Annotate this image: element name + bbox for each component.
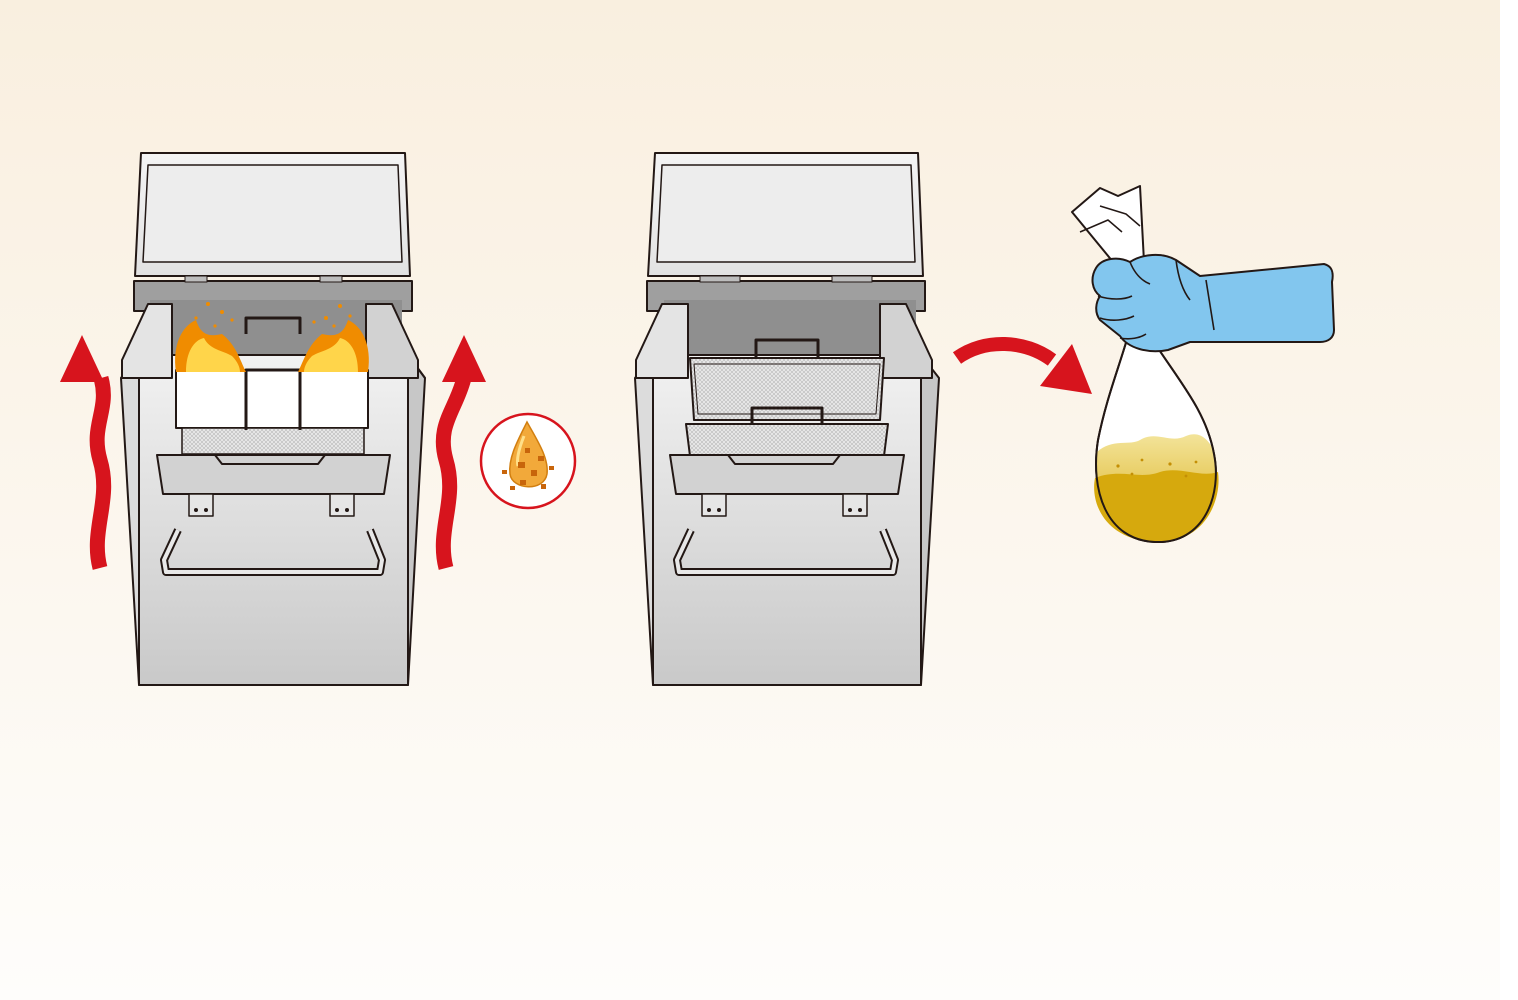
fryer-with-flames-icon bbox=[121, 153, 425, 685]
oil-drop-with-crumbs-icon bbox=[481, 414, 575, 508]
wavy-up-arrow-icon bbox=[60, 335, 104, 568]
fryer-with-baskets-icon bbox=[635, 153, 939, 685]
curved-right-arrow-icon bbox=[957, 344, 1092, 394]
wavy-up-arrow-icon bbox=[442, 335, 486, 568]
gloved-hand-holding-oil-bag-icon bbox=[1072, 186, 1334, 542]
right-margin bbox=[1500, 0, 1518, 1000]
